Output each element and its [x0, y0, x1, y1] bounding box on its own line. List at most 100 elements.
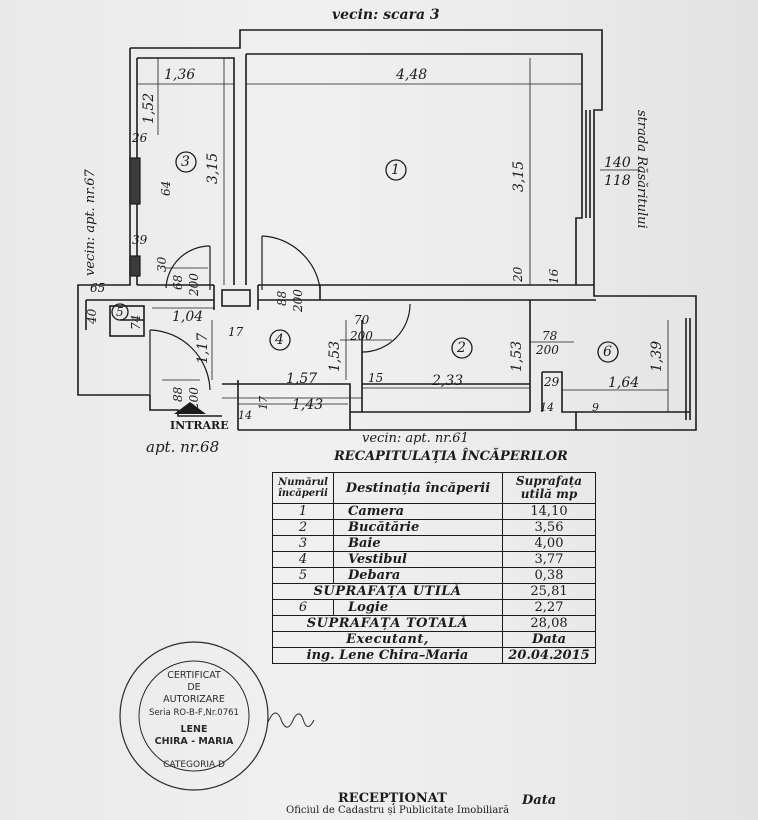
- dim-200-c: 200: [350, 329, 373, 343]
- dim-88-b: 88: [171, 386, 185, 402]
- header-area: Suprafața utilă mp: [502, 472, 596, 504]
- header-room-purpose: Destinația încăperii: [333, 472, 503, 504]
- total-area-row: SUPRAFAȚA TOTALĂ 28,08: [272, 615, 596, 632]
- dim-30: 30: [155, 256, 169, 272]
- dim-1-43: 1,43: [292, 397, 324, 413]
- dim-3-15-a: 3,15: [205, 152, 221, 184]
- signature: [267, 712, 315, 728]
- dim-4-48: 4,48: [396, 67, 428, 83]
- useful-area-label: SUPRAFAȚA UTILĂ: [272, 583, 503, 600]
- row-area: 14,10: [502, 503, 596, 520]
- dim-15: 15: [368, 371, 384, 385]
- stamp-line: AUTORIZARE: [163, 694, 225, 705]
- dim-17: 17: [228, 325, 244, 339]
- room-2-marker: [451, 337, 473, 359]
- row-area: 2,27: [502, 599, 596, 616]
- room-4-number: 4: [275, 332, 284, 348]
- table-row: 1 Camera 14,10: [272, 503, 596, 520]
- row-number: 6: [272, 599, 334, 616]
- entrance-label: INTRARE: [170, 419, 229, 432]
- dim-200-e: 200: [187, 387, 201, 410]
- stamp-line: CHIRA - MARIA: [154, 736, 234, 747]
- dim-140: 140: [604, 155, 631, 171]
- dim-200-d: 200: [536, 343, 559, 357]
- stamp-line: Seria RO-B-F,Nr.0761: [149, 708, 239, 718]
- dim-26: 26: [132, 131, 148, 145]
- rooms-table: Numărul încăperii Destinația încăperii S…: [272, 472, 596, 664]
- room-5-number: 5: [116, 305, 124, 319]
- certification-stamp: CERTIFICAT DE AUTORIZARE Seria RO-B-F,Nr…: [118, 640, 270, 792]
- row-area: 3,56: [502, 519, 596, 536]
- dim-2-33: 2,33: [432, 373, 464, 389]
- stamp-line: CATEGORIA D: [163, 760, 225, 770]
- dim-65: 65: [90, 281, 106, 295]
- neighbor-bottom: vecin: apt. nr.61: [362, 431, 469, 446]
- street-label: strada Răsăritului: [634, 110, 649, 229]
- dim-17-b: 17: [257, 396, 270, 410]
- dim-1-36: 1,36: [164, 67, 196, 83]
- date-label: Data: [502, 631, 596, 648]
- dim-200-b: 200: [291, 289, 305, 312]
- row-area: 0,38: [502, 567, 596, 584]
- logia-row: 6 Logie 2,27: [272, 599, 596, 616]
- useful-area-value: 25,81: [502, 583, 596, 600]
- dim-70: 70: [354, 313, 370, 327]
- neighbor-left: vecin: apt. nr.67: [83, 169, 98, 276]
- room-4-marker: [269, 329, 291, 351]
- dim-39: 39: [132, 233, 148, 247]
- recap-title: RECAPITULAȚIA ÎNCĂPERILOR: [334, 449, 568, 464]
- room-5-marker: [111, 303, 129, 321]
- total-area-label: SUPRAFAȚA TOTALĂ: [272, 615, 503, 632]
- row-name: Vestibul: [333, 551, 503, 568]
- row-name: Debara: [333, 567, 503, 584]
- entrance-arrow: [174, 402, 206, 414]
- dim-9: 9: [592, 401, 599, 414]
- table-header-row: Numărul încăperii Destinația încăperii S…: [272, 472, 596, 504]
- dim-16: 16: [547, 268, 561, 284]
- executant-date: 20.04.2015: [502, 647, 596, 664]
- row-name: Baie: [333, 535, 503, 552]
- room-1-number: 1: [391, 162, 400, 178]
- executant-row: ing. Lene Chira–Maria 20.04.2015: [272, 647, 596, 664]
- total-area-value: 28,08: [502, 615, 596, 632]
- row-area: 4,00: [502, 535, 596, 552]
- apt-68-label: apt. nr.68: [146, 438, 220, 456]
- dim-1-17: 1,17: [195, 332, 211, 364]
- stamp-line: CERTIFICAT: [167, 670, 221, 681]
- table-row: 2 Bucătărie 3,56: [272, 519, 596, 536]
- footer-date-label: Data: [522, 793, 557, 808]
- dim-1-04: 1,04: [172, 309, 204, 325]
- executant-name: ing. Lene Chira–Maria: [272, 647, 503, 664]
- dim-74: 74: [129, 314, 143, 330]
- table-row: 3 Baie 4,00: [272, 535, 596, 552]
- dim-14-a: 14: [238, 409, 252, 422]
- dim-118: 118: [604, 173, 631, 189]
- room1-outline: [246, 53, 583, 285]
- dim-1-39: 1,39: [649, 340, 665, 372]
- row-number: 1: [272, 503, 334, 520]
- row-area: 3,77: [502, 551, 596, 568]
- dim-68: 68: [171, 274, 185, 290]
- stamp-line: LENE: [180, 724, 208, 735]
- room-1-marker: [385, 159, 407, 181]
- dim-1-53-a: 1,53: [327, 340, 343, 372]
- dim-64: 64: [159, 180, 173, 196]
- dim-29: 29: [544, 375, 560, 389]
- row-name: Logie: [333, 599, 503, 616]
- dim-14-b: 14: [540, 401, 554, 414]
- table-row: 5 Debara 0,38: [272, 567, 596, 584]
- stamp-line: DE: [187, 682, 201, 693]
- dim-1-52: 1,52: [141, 92, 157, 124]
- room-6-marker: [597, 341, 619, 363]
- room-6-number: 6: [603, 344, 612, 360]
- dim-78: 78: [542, 329, 558, 343]
- dim-20: 20: [511, 266, 525, 282]
- header-room-number: Numărul încăperii: [272, 472, 334, 504]
- row-name: Bucătărie: [333, 519, 503, 536]
- row-number: 2: [272, 519, 334, 536]
- dim-1-64: 1,64: [608, 375, 640, 391]
- dim-1-57: 1,57: [286, 371, 318, 387]
- row-number: 4: [272, 551, 334, 568]
